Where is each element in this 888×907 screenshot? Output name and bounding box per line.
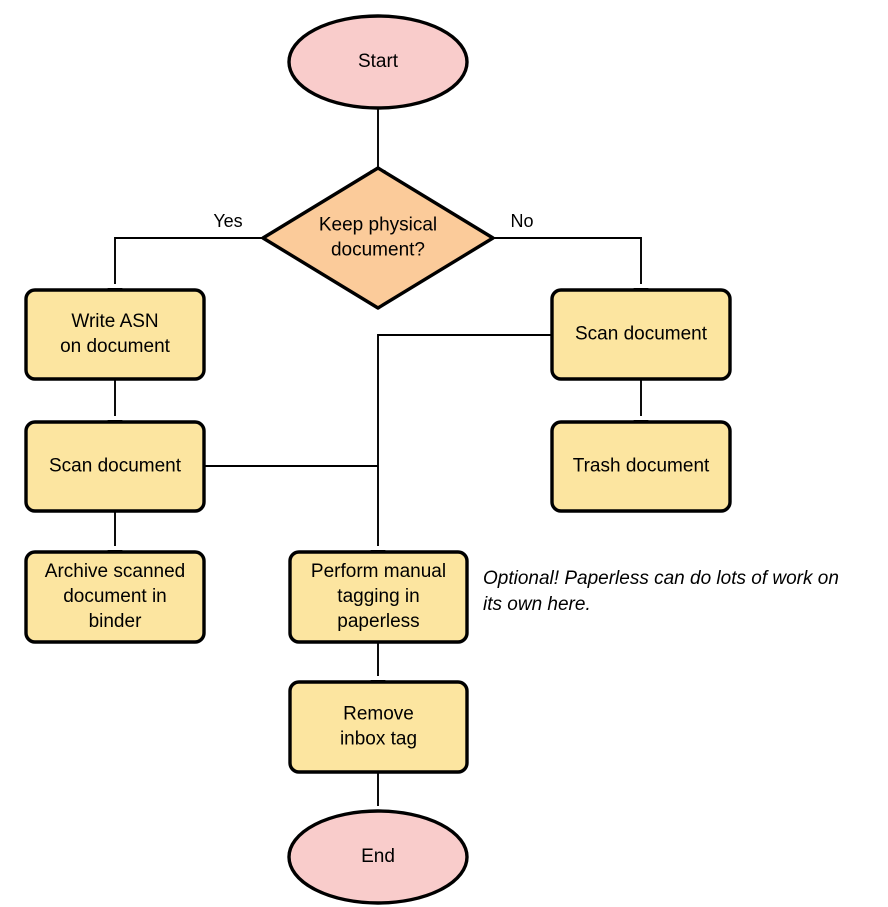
process-scan-document-left-label: Scan document: [49, 456, 182, 477]
start-node-shape: [287, 14, 469, 110]
annotation-optional-paperless: Optional! Paperless can do lots of work …: [483, 568, 839, 615]
start-node-label: Start: [358, 51, 399, 72]
annotation-optional-paperless-text: Optional! Paperless can do lots of work …: [483, 568, 839, 615]
decision-keep-physical-document-shape: [261, 166, 495, 310]
edge-scan-right-to-manual-tagging-line: [377, 334, 552, 546]
edge-decision-no-to-scan-right-line: [493, 237, 642, 284]
annotations-layer: Optional! Paperless can do lots of work …: [483, 568, 839, 615]
end-node-label: End: [361, 846, 395, 867]
process-remove-inbox-tag-shape: [288, 680, 469, 774]
process-scan-document-left[interactable]: Scan document: [24, 420, 206, 513]
start-node[interactable]: Start: [287, 14, 469, 110]
process-scan-document-right-shape: [550, 288, 732, 381]
edge-decision-no-to-scan-right-label: No: [510, 211, 533, 231]
process-scan-document-left-shape: [24, 420, 206, 513]
process-scan-document-right[interactable]: Scan document: [550, 288, 732, 381]
process-write-asn-on-document-shape: [24, 288, 206, 381]
end-node[interactable]: End: [287, 809, 469, 905]
edge-scan-right-to-manual-tagging: [370, 334, 552, 564]
edge-decision-yes-to-write-asn-label: Yes: [213, 211, 242, 231]
edge-decision-yes-to-write-asn-line: [114, 237, 263, 284]
process-trash-document-shape: [550, 420, 732, 513]
process-perform-manual-tagging-in-paperless-shape: [288, 550, 469, 644]
end-node-shape: [287, 809, 469, 905]
process-trash-document-label: Trash document: [573, 456, 710, 477]
process-scan-document-right-label: Scan document: [575, 324, 708, 345]
process-trash-document[interactable]: Trash document: [550, 420, 732, 513]
process-archive-scanned-document-in-binder-shape: [24, 550, 206, 644]
